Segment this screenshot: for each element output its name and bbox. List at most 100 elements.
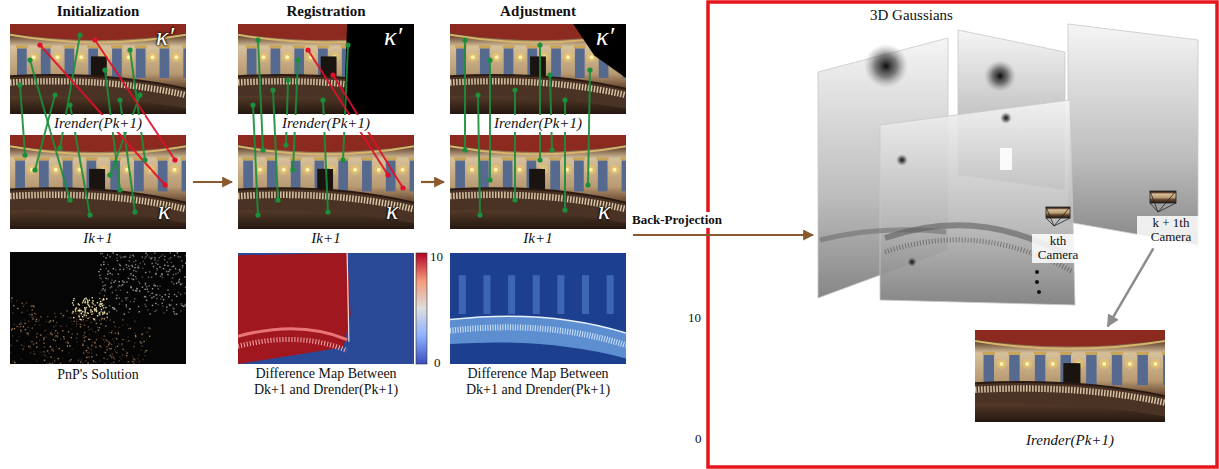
point [21, 344, 22, 345]
point [153, 296, 154, 297]
point [10, 345, 11, 346]
point [157, 264, 158, 265]
point [177, 252, 178, 253]
point [70, 359, 71, 360]
point [107, 264, 108, 265]
match-point [462, 147, 467, 152]
point [52, 363, 53, 364]
point [93, 360, 94, 361]
point [123, 282, 124, 283]
lamp [1000, 362, 1004, 366]
lamp [1025, 362, 1029, 366]
point [20, 364, 21, 365]
image-caption: Ik+1 [308, 230, 343, 247]
lamp [1102, 362, 1106, 366]
difference-map [238, 253, 414, 364]
point [63, 315, 64, 316]
point [82, 302, 83, 303]
point [100, 304, 101, 305]
point [90, 322, 91, 323]
point [110, 282, 111, 283]
point [23, 345, 24, 346]
rendered-view: Irender(Pk+1) [972, 328, 1168, 453]
point [99, 345, 100, 346]
point [118, 333, 119, 334]
point [91, 310, 92, 311]
point [145, 284, 146, 285]
colorbar-tick: 0 [695, 432, 702, 447]
point [14, 324, 15, 325]
column-capital [550, 45, 562, 48]
match-line [308, 50, 388, 175]
column-capital [526, 157, 538, 160]
point [122, 319, 123, 320]
point [136, 288, 137, 289]
point [90, 311, 91, 312]
point [57, 336, 58, 337]
point [38, 319, 39, 320]
point [32, 318, 33, 319]
column-capital [111, 45, 123, 48]
match-line [343, 45, 348, 160]
point [107, 358, 108, 359]
point [154, 259, 155, 260]
point [144, 355, 145, 356]
point [12, 335, 13, 336]
point [169, 293, 170, 294]
column-capital [573, 157, 585, 160]
point [89, 300, 90, 301]
lamp [401, 168, 405, 172]
point [11, 299, 12, 300]
point [128, 312, 129, 313]
point [100, 301, 101, 302]
match-point [117, 187, 122, 192]
column [622, 160, 626, 191]
column-capital [317, 45, 329, 48]
point [55, 340, 56, 341]
point [94, 319, 95, 320]
point [114, 308, 115, 309]
point [11, 329, 12, 330]
lamp [285, 55, 289, 59]
point [52, 348, 53, 349]
point [123, 339, 124, 340]
point [166, 306, 167, 307]
point [21, 359, 22, 360]
point [133, 290, 134, 291]
point [54, 360, 55, 361]
point [35, 314, 36, 315]
point [109, 348, 110, 349]
point [68, 331, 69, 332]
photo-ground [975, 330, 1165, 422]
point [169, 269, 170, 270]
point [121, 301, 122, 302]
point [116, 257, 117, 258]
point [99, 313, 100, 314]
point [160, 276, 161, 277]
point [83, 335, 84, 336]
point [77, 310, 78, 311]
point [127, 297, 128, 298]
point [43, 339, 44, 340]
feature-matches [17, 32, 592, 217]
column [362, 160, 372, 191]
point [29, 330, 30, 331]
point [47, 350, 48, 351]
point [20, 326, 21, 327]
point [93, 318, 94, 319]
colorbar-tick: 0 [434, 356, 441, 371]
point [62, 350, 63, 351]
point [154, 311, 155, 312]
point [147, 331, 148, 332]
unrendered-area [344, 24, 414, 114]
point [112, 339, 113, 340]
match-line [20, 85, 25, 155]
point [13, 305, 14, 306]
point [80, 326, 81, 327]
unrendered-area [573, 24, 626, 78]
point [100, 346, 101, 347]
lamp [470, 168, 474, 172]
photo-ground [450, 135, 626, 229]
point [129, 257, 130, 258]
point [176, 296, 177, 297]
